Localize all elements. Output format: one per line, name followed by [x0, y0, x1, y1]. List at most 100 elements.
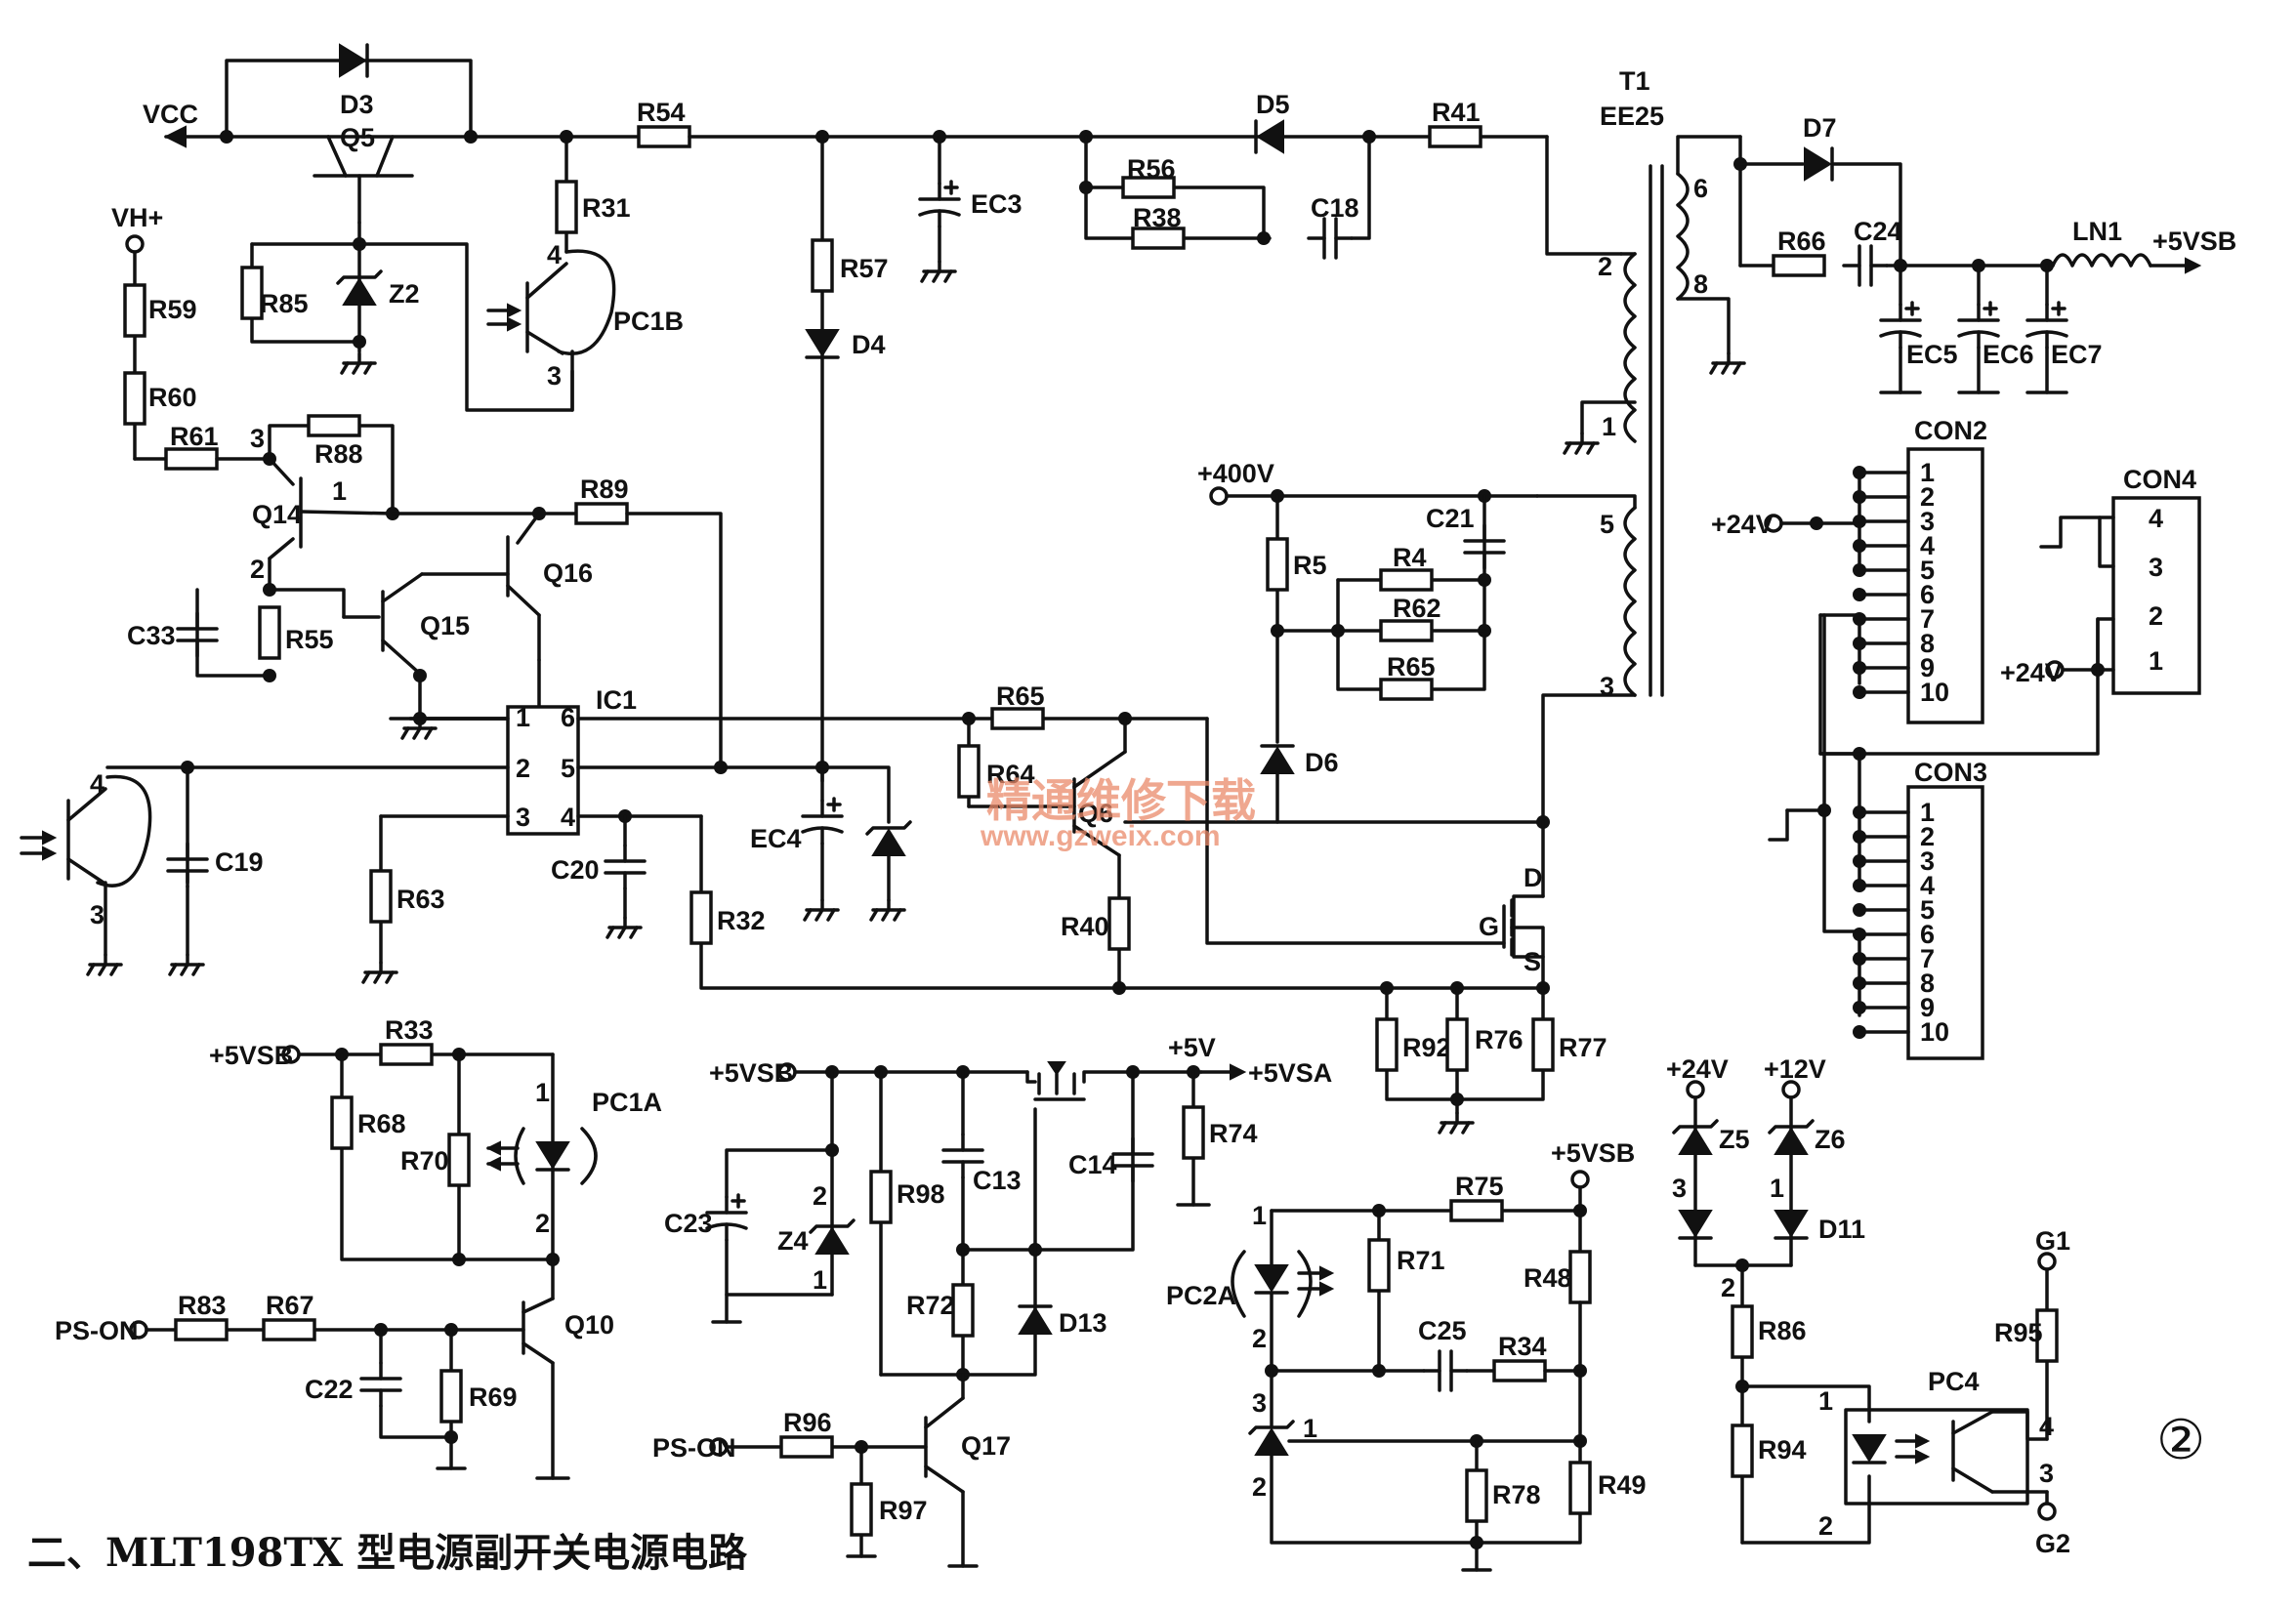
label-R68: R68: [357, 1109, 406, 1138]
pin-8: 8: [1693, 269, 1708, 299]
net-label-pson-b: PS-ON: [652, 1433, 736, 1463]
diagram-caption: 二、MLT198TX 型电源副开关电源电路: [27, 1530, 748, 1576]
con2-pin-10: 10: [1920, 678, 1949, 707]
label-C21: C21: [1426, 504, 1475, 533]
label-Q5: Q5: [340, 123, 375, 152]
con3-pin-dot: [1853, 928, 1866, 941]
ic1-pin-5: 5: [561, 754, 575, 783]
con3-pin-dot: [1853, 879, 1866, 892]
zener-Z2: [336, 269, 383, 307]
label-R59: R59: [148, 295, 197, 324]
label-R49: R49: [1598, 1470, 1647, 1500]
ic1-pin-6: 6: [561, 703, 575, 732]
label-R60: R60: [148, 383, 197, 412]
label-PC1B: PC1B: [613, 307, 684, 336]
diode-D7: [1803, 146, 1834, 182]
pin-4: 4: [2039, 1412, 2054, 1441]
transistor-Q16: [506, 512, 541, 662]
con2-pin-2: 2: [1920, 482, 1935, 512]
label-PC1A: PC1A: [592, 1088, 662, 1117]
mosfet-section: D G S R92 R76 R77: [1123, 815, 1607, 1135]
label-EC4: EC4: [750, 824, 802, 853]
transformer-T1: T1 EE25 2 1 6 8 5 3: [1535, 66, 1746, 822]
con2-pin-dot: [1853, 490, 1866, 504]
pin-6: 6: [1693, 174, 1708, 203]
transistor-Q10: [522, 1297, 555, 1480]
label-Z2: Z2: [389, 279, 420, 309]
pin-1: 1: [813, 1265, 827, 1295]
label-C18: C18: [1311, 193, 1359, 223]
label-C33: C33: [127, 621, 176, 650]
con2-pin-dot: [1853, 685, 1866, 699]
pin-3: 3: [1252, 1388, 1267, 1418]
label-R61: R61: [170, 422, 219, 451]
con2-pin-1: 1: [1920, 458, 1935, 487]
con2-pin-dot: [1853, 661, 1866, 675]
pin-2: 2: [1818, 1511, 1833, 1541]
label-R69: R69: [469, 1382, 518, 1412]
label-R40: R40: [1061, 912, 1109, 941]
con3-pin-7: 7: [1920, 944, 1935, 973]
diode-z5-series: [1678, 1209, 1713, 1240]
con4-pin-4: 4: [2149, 504, 2163, 533]
snubber-400v: +400V R5 R4 R62 R65 C21 D6: [1197, 459, 1539, 824]
label-R83: R83: [178, 1291, 227, 1320]
page-number-mark: ②: [2156, 1409, 2205, 1472]
led-PC4: [1852, 1433, 1887, 1465]
label-R88: R88: [314, 439, 363, 469]
label-R65: R65: [996, 681, 1045, 711]
pin-1: 1: [1818, 1386, 1833, 1416]
label-Z5: Z5: [1719, 1125, 1750, 1154]
pin-3: 3: [2039, 1459, 2054, 1488]
transistor-Q17: [924, 1373, 965, 1568]
label-EC3: EC3: [971, 189, 1023, 219]
ic-IC1: IC1 1 2 3 6 5 4: [181, 685, 1209, 836]
pin-3: 3: [90, 900, 104, 929]
label-R74: R74: [1209, 1119, 1258, 1148]
label-G1: G1: [2035, 1226, 2070, 1256]
con2-pin-6: 6: [1920, 580, 1935, 609]
ic1-pin-1: 1: [516, 703, 530, 732]
label-R67: R67: [266, 1291, 314, 1320]
label-R71: R71: [1397, 1246, 1445, 1275]
watermark-cn: 精通维修下载: [986, 774, 1256, 827]
mosfet-s: S: [1524, 947, 1541, 976]
label-C20: C20: [551, 855, 600, 885]
top-rail: R54 EC3 R57 D4 R56 R38 C18 D5 R41: [637, 90, 1623, 783]
pin-2: 2: [813, 1181, 827, 1211]
label-C25: C25: [1418, 1316, 1467, 1345]
label-R85: R85: [260, 289, 309, 318]
con2-pin-dot: [1853, 612, 1866, 626]
label-CON3: CON3: [1914, 758, 1987, 787]
label-EC7: EC7: [2051, 340, 2103, 369]
pin-3: 3: [1600, 672, 1614, 701]
con4-pin-3: 3: [2149, 553, 2163, 582]
con2-pin-3: 3: [1920, 507, 1935, 536]
con2-pin-5: 5: [1920, 556, 1935, 585]
con2-pin-7: 7: [1920, 604, 1935, 634]
label-D11: D11: [1818, 1215, 1865, 1244]
label-LN1: LN1: [2072, 217, 2122, 246]
pin-4: 4: [547, 240, 562, 269]
con2-pin-dot: [1853, 466, 1866, 479]
net-label-24v-con4: +24V: [2000, 658, 2063, 687]
transistor-Q5: [313, 135, 414, 225]
con3-pin-dot: [1853, 830, 1866, 844]
label-R94: R94: [1758, 1435, 1807, 1465]
label-R77: R77: [1559, 1033, 1607, 1062]
transistor-Q14: [268, 457, 395, 560]
label-C13: C13: [973, 1166, 1022, 1195]
con2-pin-dot: [1853, 515, 1866, 528]
pin-2: 2: [1721, 1273, 1735, 1302]
pin-3: 3: [250, 424, 265, 453]
net-label-vcc: VCC: [143, 100, 198, 129]
con2-pin-9: 9: [1920, 653, 1935, 682]
con3-pin-10: 10: [1920, 1017, 1949, 1047]
con3-pin-dot: [1853, 976, 1866, 990]
net-label-12v: +12V: [1764, 1054, 1826, 1084]
ic1-pin-4: 4: [561, 803, 575, 832]
label-C14: C14: [1068, 1150, 1117, 1179]
label-R41: R66: [1777, 227, 1826, 256]
label-D3: D3: [340, 90, 374, 119]
label-Z4: Z4: [777, 1226, 809, 1256]
